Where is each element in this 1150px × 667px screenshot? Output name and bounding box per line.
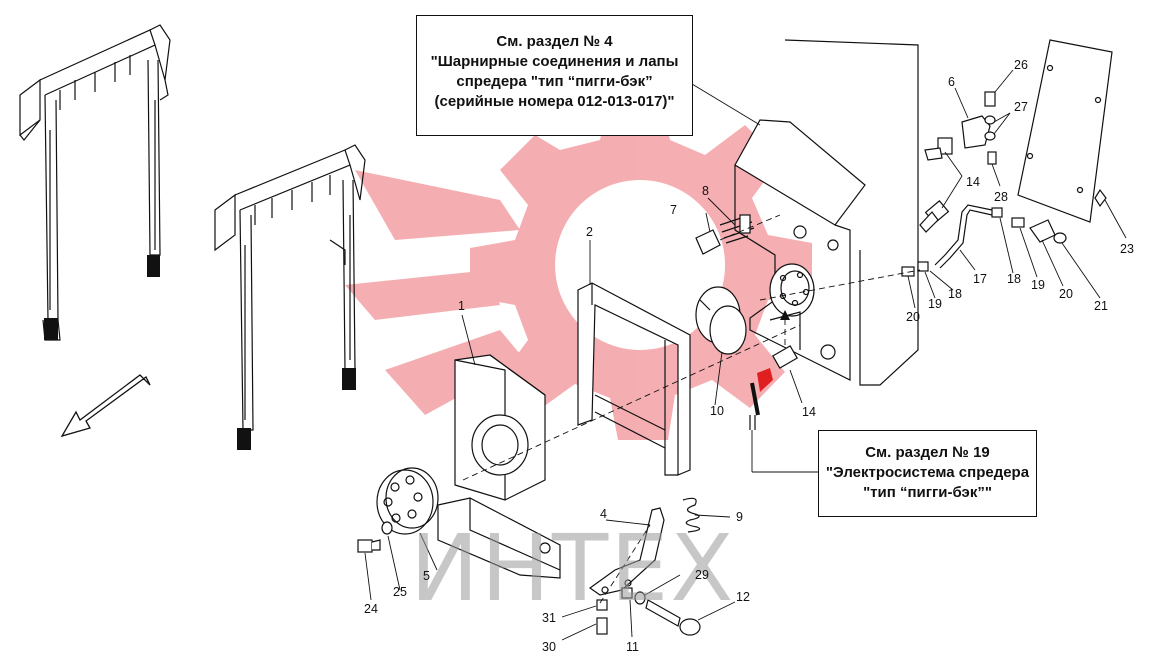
callout-4-line-4: (серийные номера 012-013-017)": [434, 93, 675, 110]
center-lines: [462, 214, 921, 604]
label-30: 30: [542, 640, 556, 654]
label-19b: 19: [928, 297, 942, 311]
main-housing: [734, 39, 919, 386]
label-5: 5: [423, 569, 430, 583]
part-1-bracket: [437, 354, 561, 579]
watermark-text: ИНТЕХ: [410, 515, 735, 622]
label-14: 14: [802, 405, 816, 419]
part-8-spring: [719, 214, 755, 244]
label-29: 29: [695, 568, 709, 582]
foot-pad: [44, 318, 58, 340]
label-7: 7: [670, 203, 677, 217]
label-2: 2: [586, 225, 593, 239]
label-10: 10: [710, 404, 724, 418]
cable: [750, 382, 760, 416]
part-2-frame: [577, 282, 691, 476]
connector-accent: [757, 368, 773, 392]
part-9-spring: [682, 497, 701, 533]
callout-19-line-2: "Электросистема спредера: [825, 464, 1030, 481]
label-19: 19: [1031, 278, 1045, 292]
part-12-bolt: [596, 587, 701, 636]
callout-4-line-1: См. раздел № 4: [496, 33, 613, 50]
label-4: 4: [600, 507, 607, 521]
part-10-ring: [695, 286, 747, 355]
callout-section-19: См. раздел № 19 "Электросистема спредера…: [818, 430, 1037, 517]
part-23-cover-plate: [1017, 39, 1113, 223]
spreader-frame-front: [214, 144, 366, 431]
label-21: 21: [1094, 299, 1108, 313]
label-11: 11: [626, 640, 639, 654]
label-31: 31: [542, 611, 556, 625]
callout-4-line-2: "Шарнирные соединения и лапы: [430, 53, 679, 70]
callout-4-line-3: спредера "тип “пигги-бэк”: [456, 73, 653, 90]
label-20: 20: [1059, 287, 1073, 301]
label-26: 26: [1014, 58, 1028, 72]
part-4-lever: [588, 507, 665, 596]
label-17: 17: [973, 272, 987, 286]
leader-lines: [364, 69, 1127, 641]
foot-pad: [147, 255, 160, 277]
part-5-disc: [376, 467, 439, 535]
label-25: 25: [393, 585, 407, 599]
callout-section-4: См. раздел № 4 "Шарнирные соединения и л…: [416, 15, 693, 136]
part-labels: 1 2 4 5 6 7 8 9 10 11 12 14 14 14 17 18 …: [364, 58, 1134, 654]
part-6-sensor-bracket: [924, 91, 997, 165]
label-6: 6: [948, 75, 955, 89]
part-17-hose: [901, 204, 1067, 277]
callout-19-line-3: "тип “пигги-бэк”": [863, 484, 992, 501]
label-24: 24: [364, 602, 378, 616]
label-14b: 14: [966, 175, 980, 189]
label-8: 8: [702, 184, 709, 198]
callout-19-line-1: См. раздел № 19: [865, 444, 990, 461]
label-28: 28: [994, 190, 1008, 204]
label-9: 9: [736, 510, 743, 524]
label-20b: 20: [906, 310, 920, 324]
label-23: 23: [1120, 242, 1134, 256]
part-24-screw: [357, 521, 393, 553]
label-18b: 18: [948, 287, 962, 301]
label-1: 1: [458, 299, 465, 313]
arrow-up-icon: [780, 310, 790, 320]
label-27: 27: [1014, 100, 1028, 114]
part-7-pin: [695, 229, 721, 255]
label-12: 12: [736, 590, 750, 604]
foot-pad: [342, 368, 356, 390]
foot-pad: [237, 428, 251, 450]
spreader-frame-rear: [19, 24, 171, 341]
label-18: 18: [1007, 272, 1021, 286]
direction-arrow-icon: [60, 374, 151, 438]
